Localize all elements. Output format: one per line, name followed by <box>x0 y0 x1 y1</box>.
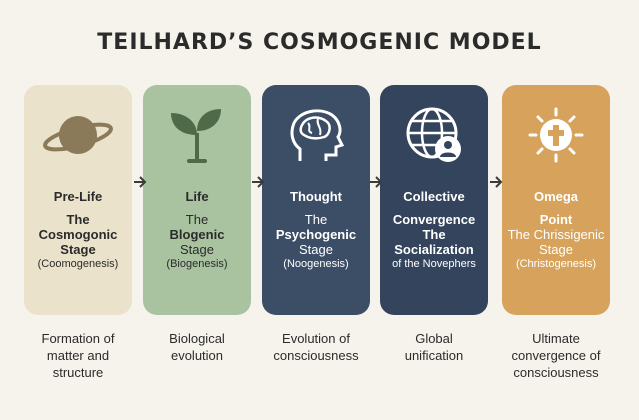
stage-description: Biological evolution <box>169 331 225 363</box>
arrow-right-icon <box>252 176 265 188</box>
stage-title: Life <box>185 189 209 204</box>
stage-card-thought: Thought The Psychogenic Stage (Noogenesi… <box>262 85 370 315</box>
stage-card-collective: Collective Convergence The Socialization… <box>380 85 488 315</box>
arrow-right-icon <box>134 176 147 188</box>
stage-name: Convergence The Socialization of the Nov… <box>392 212 476 270</box>
stage-title: Pre-Life <box>53 189 103 204</box>
radiant-cross-icon <box>502 105 610 165</box>
stage-card-life: Life The Blogenic Stage (Biogenesis) <box>143 85 251 315</box>
stage-name: The Blogenic Stage (Biogenesis) <box>166 212 228 270</box>
stage-title: Thought <box>290 189 342 204</box>
stage-title: Omega <box>533 189 579 204</box>
stage-description: Global unification <box>404 331 464 363</box>
globe-person-icon <box>380 105 488 165</box>
arrow-right-icon <box>370 176 383 188</box>
stage-name: The Cosmogonic Stage (Coomogenesis) <box>37 212 119 270</box>
page-title: TEILHARD’S COSMOGENIC MODEL <box>97 30 542 55</box>
stage-name: Point The Chrissigenic Stage (Christogen… <box>507 212 605 270</box>
stage-card-pre-life: Pre-Life The Cosmogonic Stage (Coomogene… <box>24 85 132 315</box>
arrow-right-icon <box>490 176 503 188</box>
planet-icon <box>24 105 132 165</box>
stage-description: Ultimate convergence of consciousness <box>511 331 601 380</box>
sprout-icon <box>143 105 251 165</box>
stage-title: Collective <box>403 189 465 204</box>
stage-description: Formation of matter and structure <box>41 331 115 380</box>
stage-name: The Psychogenic Stage (Noogenesis) <box>275 212 357 270</box>
stage-card-omega: Omega Point The Chrissigenic Stage (Chri… <box>502 85 610 315</box>
brain-head-icon <box>262 105 370 165</box>
stage-description: Evolution of consciousness <box>273 331 359 363</box>
